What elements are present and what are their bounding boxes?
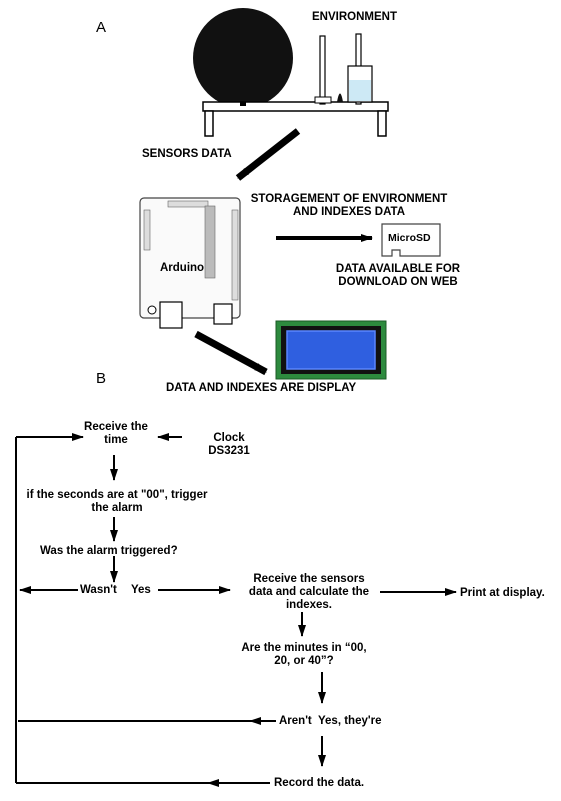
platform-top [202,101,389,112]
flowchart-lines [15,433,457,787]
board-outline [139,197,241,319]
receive-sensors-line3: indexes. [285,599,333,611]
seconds-check-line1: if the seconds are at "00", trigger [26,489,208,501]
panel-label-a: A [96,19,107,36]
board-usb-port [159,301,183,329]
wasnt-label: Wasn't [80,584,117,596]
yes-label: Yes [131,584,151,596]
storage-label-line1: STORAGEMENT OF ENVIRONMENT [250,193,448,205]
seconds-check-line2: the alarm [91,502,143,514]
minutes-question-line2: 20, or 40”? [274,655,334,667]
clock-line2: DS3231 [208,445,250,457]
board-reset-button [147,305,157,315]
clock-line1: Clock [213,432,245,444]
lcd-screen [286,330,376,370]
display-arrow [194,330,268,376]
receive-time-line1: Receive the [84,421,148,433]
board-header-left [143,209,151,251]
arduino-label: Arduino [160,262,205,274]
microsd-card [381,223,441,257]
microsd-label: MicroSD [388,232,431,244]
panel-label-b: B [96,370,107,387]
yes-theyre-label: Yes, they're [318,715,382,727]
download-label-line2: DOWNLOAD ON WEB [338,276,458,288]
sensor-clamp [314,96,332,104]
board-power-jack [213,303,233,325]
arent-label: Aren't [279,715,312,727]
receive-sensors-line1: Receive the sensors [253,573,365,585]
sensors-data-arrow [235,128,301,181]
display-label: DATA AND INDEXES ARE DISPLAY [166,382,357,394]
download-label-line1: DATA AVAILABLE FOR [335,263,461,275]
wet-bulb-sensor [337,93,343,102]
board-header-right [231,209,239,301]
storage-label-line2: AND INDEXES DATA [292,206,406,218]
board-chip [204,205,216,279]
beaker-water [349,80,371,101]
environment-apparatus [193,8,389,137]
sensor-post-left [319,35,326,105]
globe-stem [240,102,246,106]
globe-thermometer-ball [193,8,293,108]
board-header-top [167,200,209,208]
record-label: Record the data. [274,777,365,789]
print-label: Print at display. [460,587,545,599]
lcd-display [275,320,387,380]
platform-left-leg [204,110,214,137]
environment-label: ENVIRONMENT [312,11,397,23]
minutes-question-line1: Are the minutes in “00, [241,642,367,654]
platform-right-leg [377,110,387,137]
sensors-data-label: SENSORS DATA [142,148,232,160]
receive-time-line2: time [104,434,128,446]
arduino-board [139,197,241,329]
receive-sensors-line2: data and calculate the [248,586,370,598]
alarm-question: Was the alarm triggered? [40,545,178,557]
